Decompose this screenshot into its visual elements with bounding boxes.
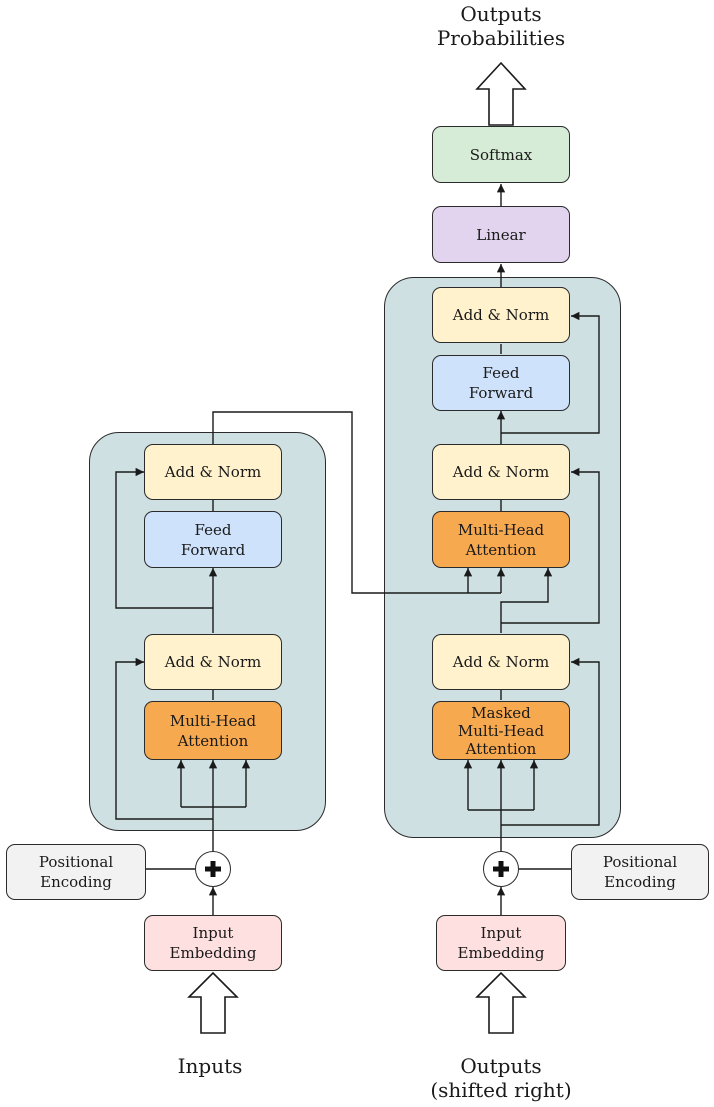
input-embedding-line-2: Embedding <box>457 944 545 962</box>
positional-encoding-line-1: Positional <box>38 853 114 871</box>
enc-to-dec-cross <box>212 411 501 594</box>
input-embedding-line-2: Embedding <box>169 944 257 962</box>
decoder-add-norm-2: Add & Norm <box>432 444 570 500</box>
positional-encoding-line-1: Positional <box>602 853 678 871</box>
encoder-add-norm-2: Add & Norm <box>144 444 282 500</box>
encoder-feed-forward: Feed Forward <box>144 511 282 568</box>
encoder-add-norm-1: Add & Norm <box>144 634 282 690</box>
inputs-label: Inputs <box>130 1054 290 1078</box>
outputs-shifted-right-label: Outputs (shifted right) <box>401 1054 601 1102</box>
mha-line-2: Attention <box>465 540 537 559</box>
outputs-shifted-line-1: Outputs <box>460 1054 542 1078</box>
enc-residual-2 <box>115 467 213 609</box>
masked-mha-line-2: Multi-Head <box>457 721 545 740</box>
add-norm-label: Add & Norm <box>164 653 262 671</box>
outputs-probabilities-line-2: Probabilities <box>436 26 566 50</box>
mha-line-1: Multi-Head <box>457 520 545 539</box>
decoder-multi-head-attention: Multi-Head Attention <box>432 511 570 568</box>
outputs-shifted-line-2: (shifted right) <box>430 1078 572 1102</box>
softmax-block: Softmax <box>432 126 570 183</box>
add-norm-label: Add & Norm <box>164 463 262 481</box>
enc-residual-1 <box>115 657 213 820</box>
encoder-sum-node <box>195 851 231 887</box>
masked-mha-line-3: Attention <box>465 739 537 758</box>
dec-addnorm-to-crossattn <box>500 568 553 633</box>
decoder-masked-multi-head-attention: Masked Multi-Head Attention <box>432 701 570 760</box>
positional-encoding-line-2: Encoding <box>604 873 676 891</box>
feed-forward-line-2: Forward <box>180 540 246 559</box>
softmax-label: Softmax <box>469 145 533 164</box>
decoder-positional-encoding: Positional Encoding <box>571 844 709 900</box>
outputs-probabilities-label: Outputs Probabilities <box>401 2 601 50</box>
outputs-probabilities-line-1: Outputs <box>460 2 542 26</box>
plus-icon <box>205 861 221 877</box>
mha-line-1: Multi-Head <box>169 711 257 730</box>
dec-residual-3 <box>501 311 600 434</box>
decoder-add-norm-1: Add & Norm <box>432 634 570 690</box>
dec-residual-2 <box>501 467 600 624</box>
decoder-sum-node <box>483 851 519 887</box>
hollow-up-arrow-icon <box>475 61 527 126</box>
masked-mha-line-1: Masked <box>471 703 531 722</box>
input-embedding-line-1: Input <box>480 924 522 942</box>
inputs-text: Inputs <box>177 1054 243 1078</box>
dec-residual-1 <box>501 657 600 826</box>
decoder-input-embedding: Input Embedding <box>436 915 566 971</box>
input-embedding-line-1: Input <box>192 924 234 942</box>
hollow-up-arrow-icon <box>187 971 239 1034</box>
linear-label: Linear <box>476 225 526 244</box>
feed-forward-line-1: Feed <box>482 364 520 382</box>
mha-line-2: Attention <box>177 731 249 750</box>
linear-block: Linear <box>432 206 570 263</box>
hollow-up-arrow-icon <box>475 971 527 1034</box>
decoder-add-norm-3: Add & Norm <box>432 287 570 343</box>
plus-icon <box>493 861 509 877</box>
decoder-feed-forward: Feed Forward <box>432 355 570 411</box>
feed-forward-line-2: Forward <box>468 384 534 402</box>
encoder-input-embedding: Input Embedding <box>144 915 282 971</box>
encoder-positional-encoding: Positional Encoding <box>6 844 146 900</box>
feed-forward-line-1: Feed <box>194 520 232 539</box>
add-norm-label: Add & Norm <box>452 306 550 324</box>
add-norm-label: Add & Norm <box>452 653 550 671</box>
encoder-multi-head-attention: Multi-Head Attention <box>144 701 282 760</box>
positional-encoding-line-2: Encoding <box>40 873 112 891</box>
add-norm-label: Add & Norm <box>452 463 550 481</box>
